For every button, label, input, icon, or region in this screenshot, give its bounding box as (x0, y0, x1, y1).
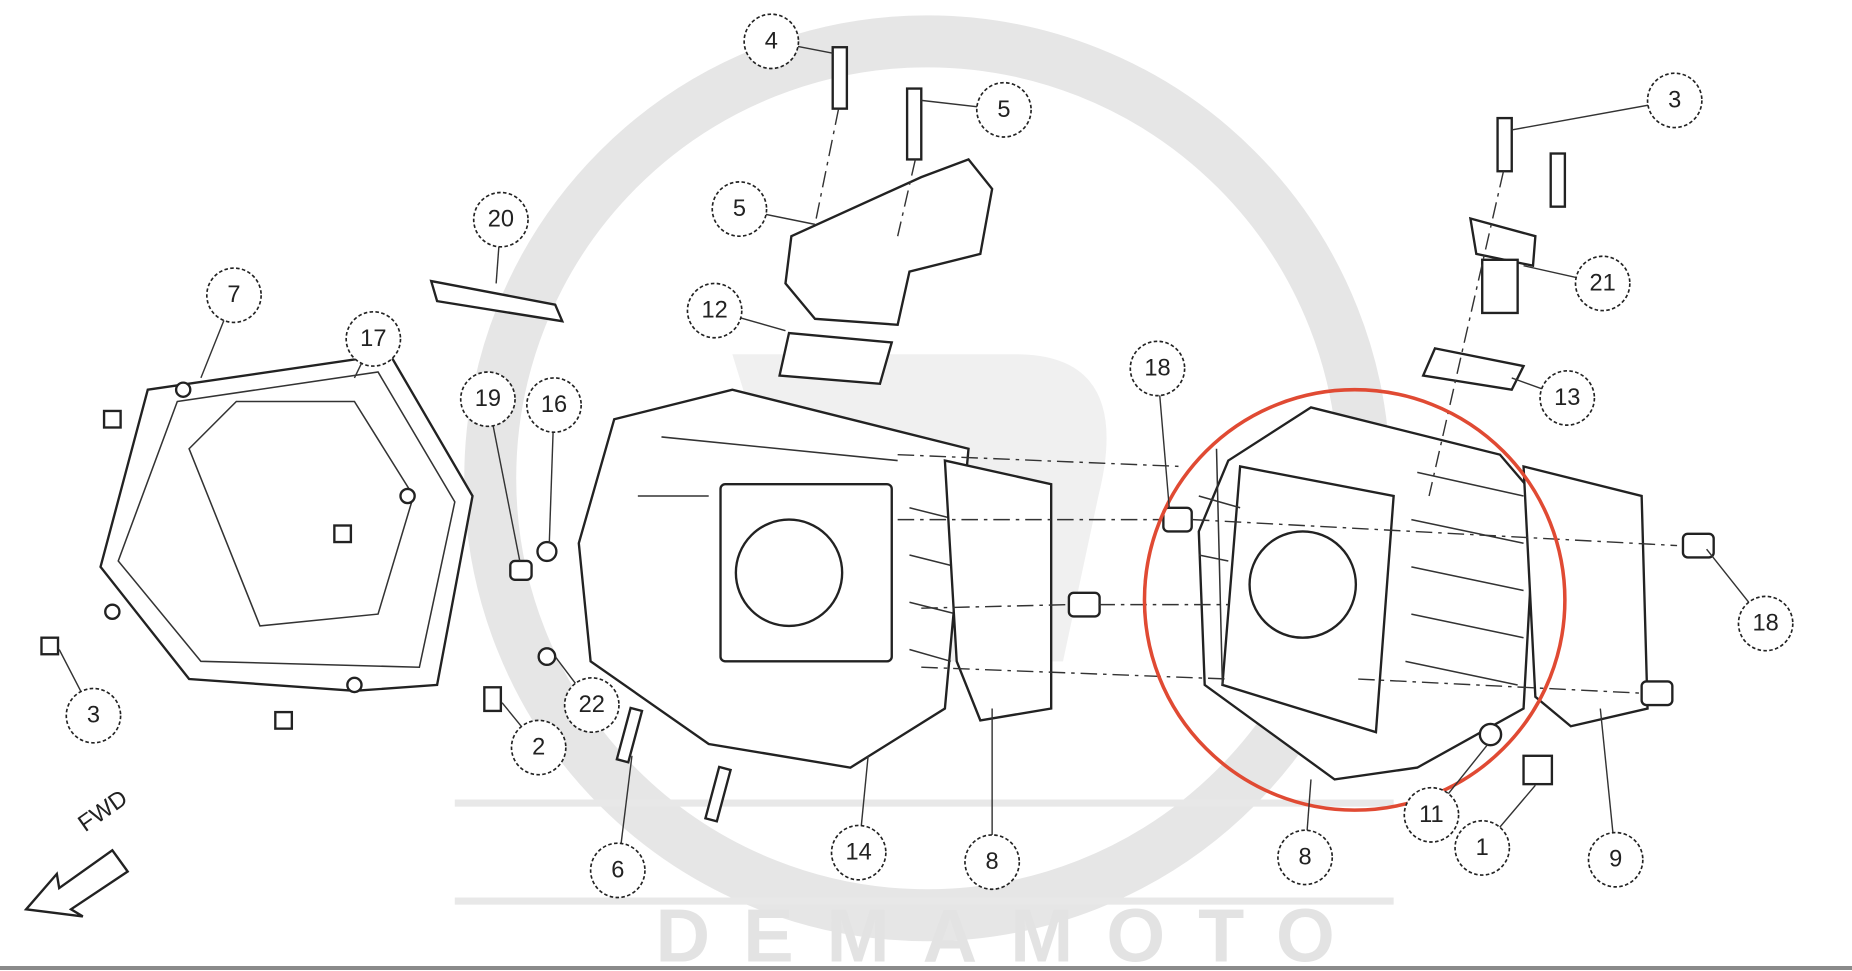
cylinder (1197, 406, 1537, 781)
callout-number: 19 (475, 386, 501, 412)
callout-16: 16 (526, 377, 582, 544)
bottom-border (0, 966, 1852, 970)
dowel-pins (1067, 506, 1715, 707)
callout-circle (510, 719, 567, 776)
callout-5: 5 (711, 181, 816, 238)
highlight-circle (1142, 387, 1567, 812)
callout-number: 14 (846, 840, 872, 866)
callout-14: 14 (830, 755, 887, 881)
callout-1: 1 (1454, 784, 1536, 876)
fwd-label: FWD (74, 785, 133, 837)
intake-manifold (778, 46, 994, 386)
callout-number: 18 (1753, 611, 1779, 637)
callout-number: 3 (87, 703, 100, 729)
callout-number: 13 (1554, 385, 1580, 411)
callout-8: 8 (964, 708, 1021, 891)
callout-circle (743, 13, 800, 70)
callout-circle (1737, 595, 1794, 652)
callout-number: 16 (541, 392, 567, 418)
callout-13: 13 (1511, 369, 1596, 426)
callout-11: 11 (1403, 743, 1489, 843)
callout-circle (1403, 786, 1460, 843)
callout-21: 21 (1523, 255, 1631, 312)
small-parts (483, 540, 1554, 823)
callout-circle (1539, 369, 1596, 426)
callout-number: 11 (1419, 802, 1444, 828)
callout-circle (1646, 72, 1703, 129)
callout-8: 8 (1277, 779, 1334, 886)
callout-19: 19 (459, 371, 521, 562)
callout-3: 3 (58, 649, 122, 744)
callout-12: 12 (686, 282, 786, 339)
callout-circle (205, 267, 262, 324)
callout-number: 22 (579, 692, 605, 718)
callout-circle (1587, 831, 1644, 888)
callout-circle (589, 842, 646, 899)
callout-5: 5 (921, 81, 1032, 138)
callout-number: 21 (1590, 270, 1616, 296)
callout-number: 4 (765, 28, 778, 54)
callout-number: 9 (1609, 847, 1622, 873)
callout-number: 6 (611, 857, 624, 883)
callout-number: 8 (1299, 844, 1312, 870)
callout-circle (526, 377, 582, 434)
callout-circle (65, 687, 122, 744)
callout-circle (830, 824, 887, 881)
callout-18: 18 (1129, 340, 1186, 508)
callout-number: 8 (986, 849, 999, 875)
forward-arrow-icon: FWD (23, 785, 133, 918)
cylinder-head (577, 388, 970, 769)
callout-number: 5 (997, 97, 1010, 123)
callout-circle (459, 371, 516, 428)
callout-circle (1277, 829, 1334, 886)
callout-number: 1 (1476, 835, 1489, 861)
callout-circle (686, 282, 743, 339)
callout-17: 17 (345, 310, 402, 379)
head-gasket (943, 459, 1053, 722)
callout-circle (1574, 255, 1631, 312)
callout-circle (1454, 819, 1511, 876)
spark-plug (429, 279, 565, 323)
callout-circle (964, 834, 1021, 891)
callout-number: 17 (360, 326, 386, 352)
alignment-lines (814, 108, 1678, 694)
leader-line (1511, 99, 1675, 131)
callout-circle (1129, 340, 1186, 397)
callout-6: 6 (589, 755, 646, 899)
callout-circle (345, 310, 402, 367)
cam-chain-tensioner (1421, 116, 1567, 392)
callout-4: 4 (743, 13, 833, 70)
callout-number: 18 (1144, 355, 1170, 381)
callout-7: 7 (200, 267, 262, 379)
callout-circle (975, 81, 1032, 138)
callout-9: 9 (1587, 708, 1644, 888)
callout-3: 3 (1511, 72, 1703, 131)
callout-2: 2 (501, 702, 567, 776)
callout-number: 7 (227, 282, 240, 308)
watermark-text: DEMAMOTO (656, 894, 1368, 966)
callout-circle (711, 181, 768, 238)
callout-number: 20 (488, 207, 514, 233)
callout-circle (563, 677, 620, 734)
callout-number: 2 (532, 735, 545, 761)
callout-number: 5 (733, 196, 746, 222)
callout-22: 22 (554, 656, 620, 734)
callout-number: 12 (701, 298, 727, 324)
head-cover (40, 352, 474, 730)
callout-18: 18 (1706, 548, 1794, 652)
callout-number: 3 (1668, 87, 1681, 113)
